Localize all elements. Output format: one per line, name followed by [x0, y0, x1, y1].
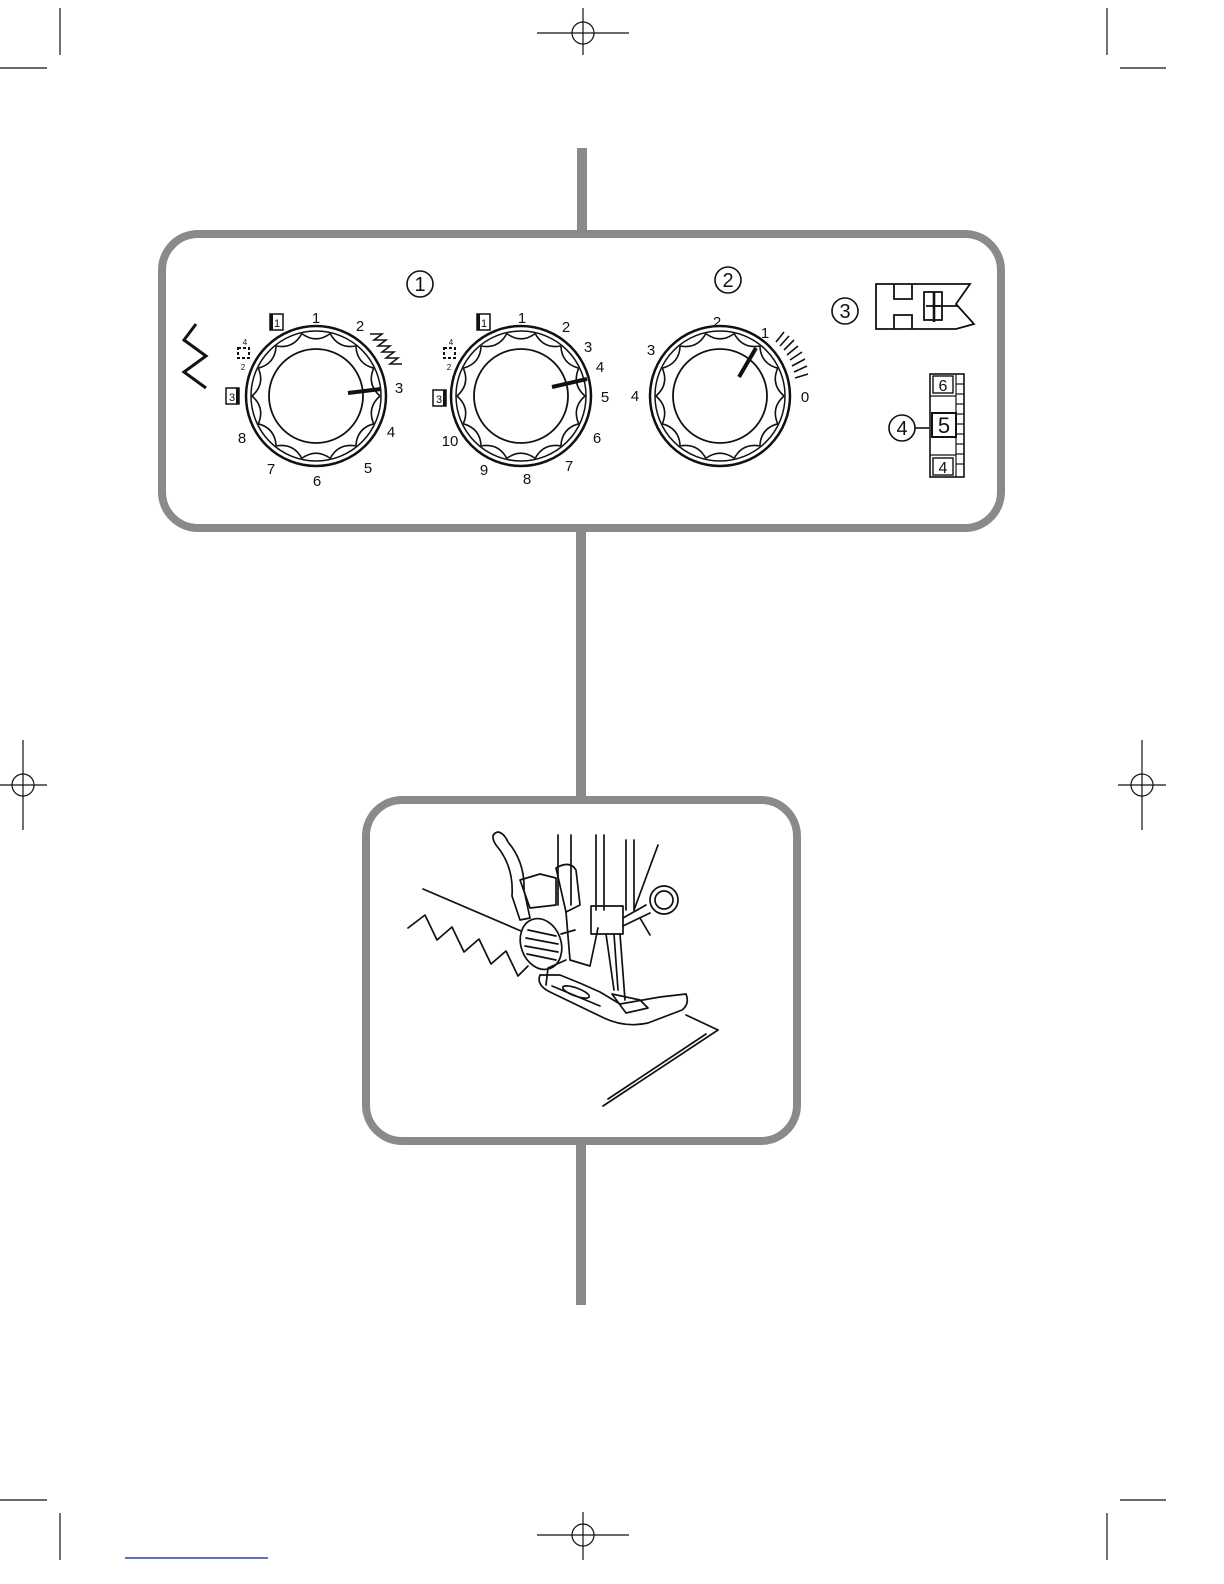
registration-mark-icon: [0, 740, 47, 830]
illustration-panel: [366, 800, 797, 1141]
registration-mark-icon: [537, 1512, 629, 1560]
svg-text:4: 4: [896, 418, 907, 440]
dial-knob: [474, 349, 568, 443]
dial-label: 10: [442, 433, 459, 450]
svg-text:1: 1: [414, 274, 425, 296]
dial-label: 1: [761, 325, 769, 342]
dial-label: 3: [584, 339, 592, 356]
registration-mark-icon: [1118, 740, 1166, 830]
dial-label: 0: [801, 389, 809, 406]
dial-label: 4: [596, 359, 604, 376]
dial-label: 6: [593, 430, 601, 447]
dial-label: 4: [387, 424, 395, 441]
svg-text:3: 3: [436, 394, 442, 406]
svg-text:3: 3: [229, 392, 235, 404]
svg-text:2: 2: [722, 270, 733, 292]
tension-value-selected: 5: [938, 413, 950, 438]
dial-label: 6: [313, 473, 321, 490]
registration-mark-icon: [537, 8, 629, 55]
dial-label: 1: [312, 310, 320, 327]
dial-label: 4: [631, 388, 639, 405]
dial-label: 2: [356, 318, 364, 335]
dial-label: 2: [713, 314, 721, 331]
dial-knob: [269, 349, 363, 443]
dial-label: 9: [480, 462, 488, 479]
dial-label: 8: [523, 471, 531, 488]
svg-text:4: 4: [243, 338, 248, 347]
dial-label: 8: [238, 430, 246, 447]
dial-label: 1: [518, 310, 526, 327]
svg-text:3: 3: [839, 301, 850, 323]
dial-label: 7: [565, 458, 573, 475]
svg-text:1: 1: [481, 318, 487, 330]
svg-text:2: 2: [241, 363, 246, 372]
tension-scale: 6 5 4: [930, 374, 964, 477]
svg-text:1: 1: [274, 318, 280, 330]
dial-knob: [673, 349, 767, 443]
dial-label: 5: [364, 460, 372, 477]
dial-label: 7: [267, 461, 275, 478]
tension-value-upper: 6: [939, 378, 948, 395]
dial-label: 5: [601, 389, 609, 406]
svg-text:2: 2: [447, 363, 452, 372]
svg-text:4: 4: [449, 338, 454, 347]
dial-label: 3: [395, 380, 403, 397]
tension-value-lower: 4: [939, 460, 948, 477]
dial-label: 3: [647, 342, 655, 359]
dial-label: 2: [562, 319, 570, 336]
